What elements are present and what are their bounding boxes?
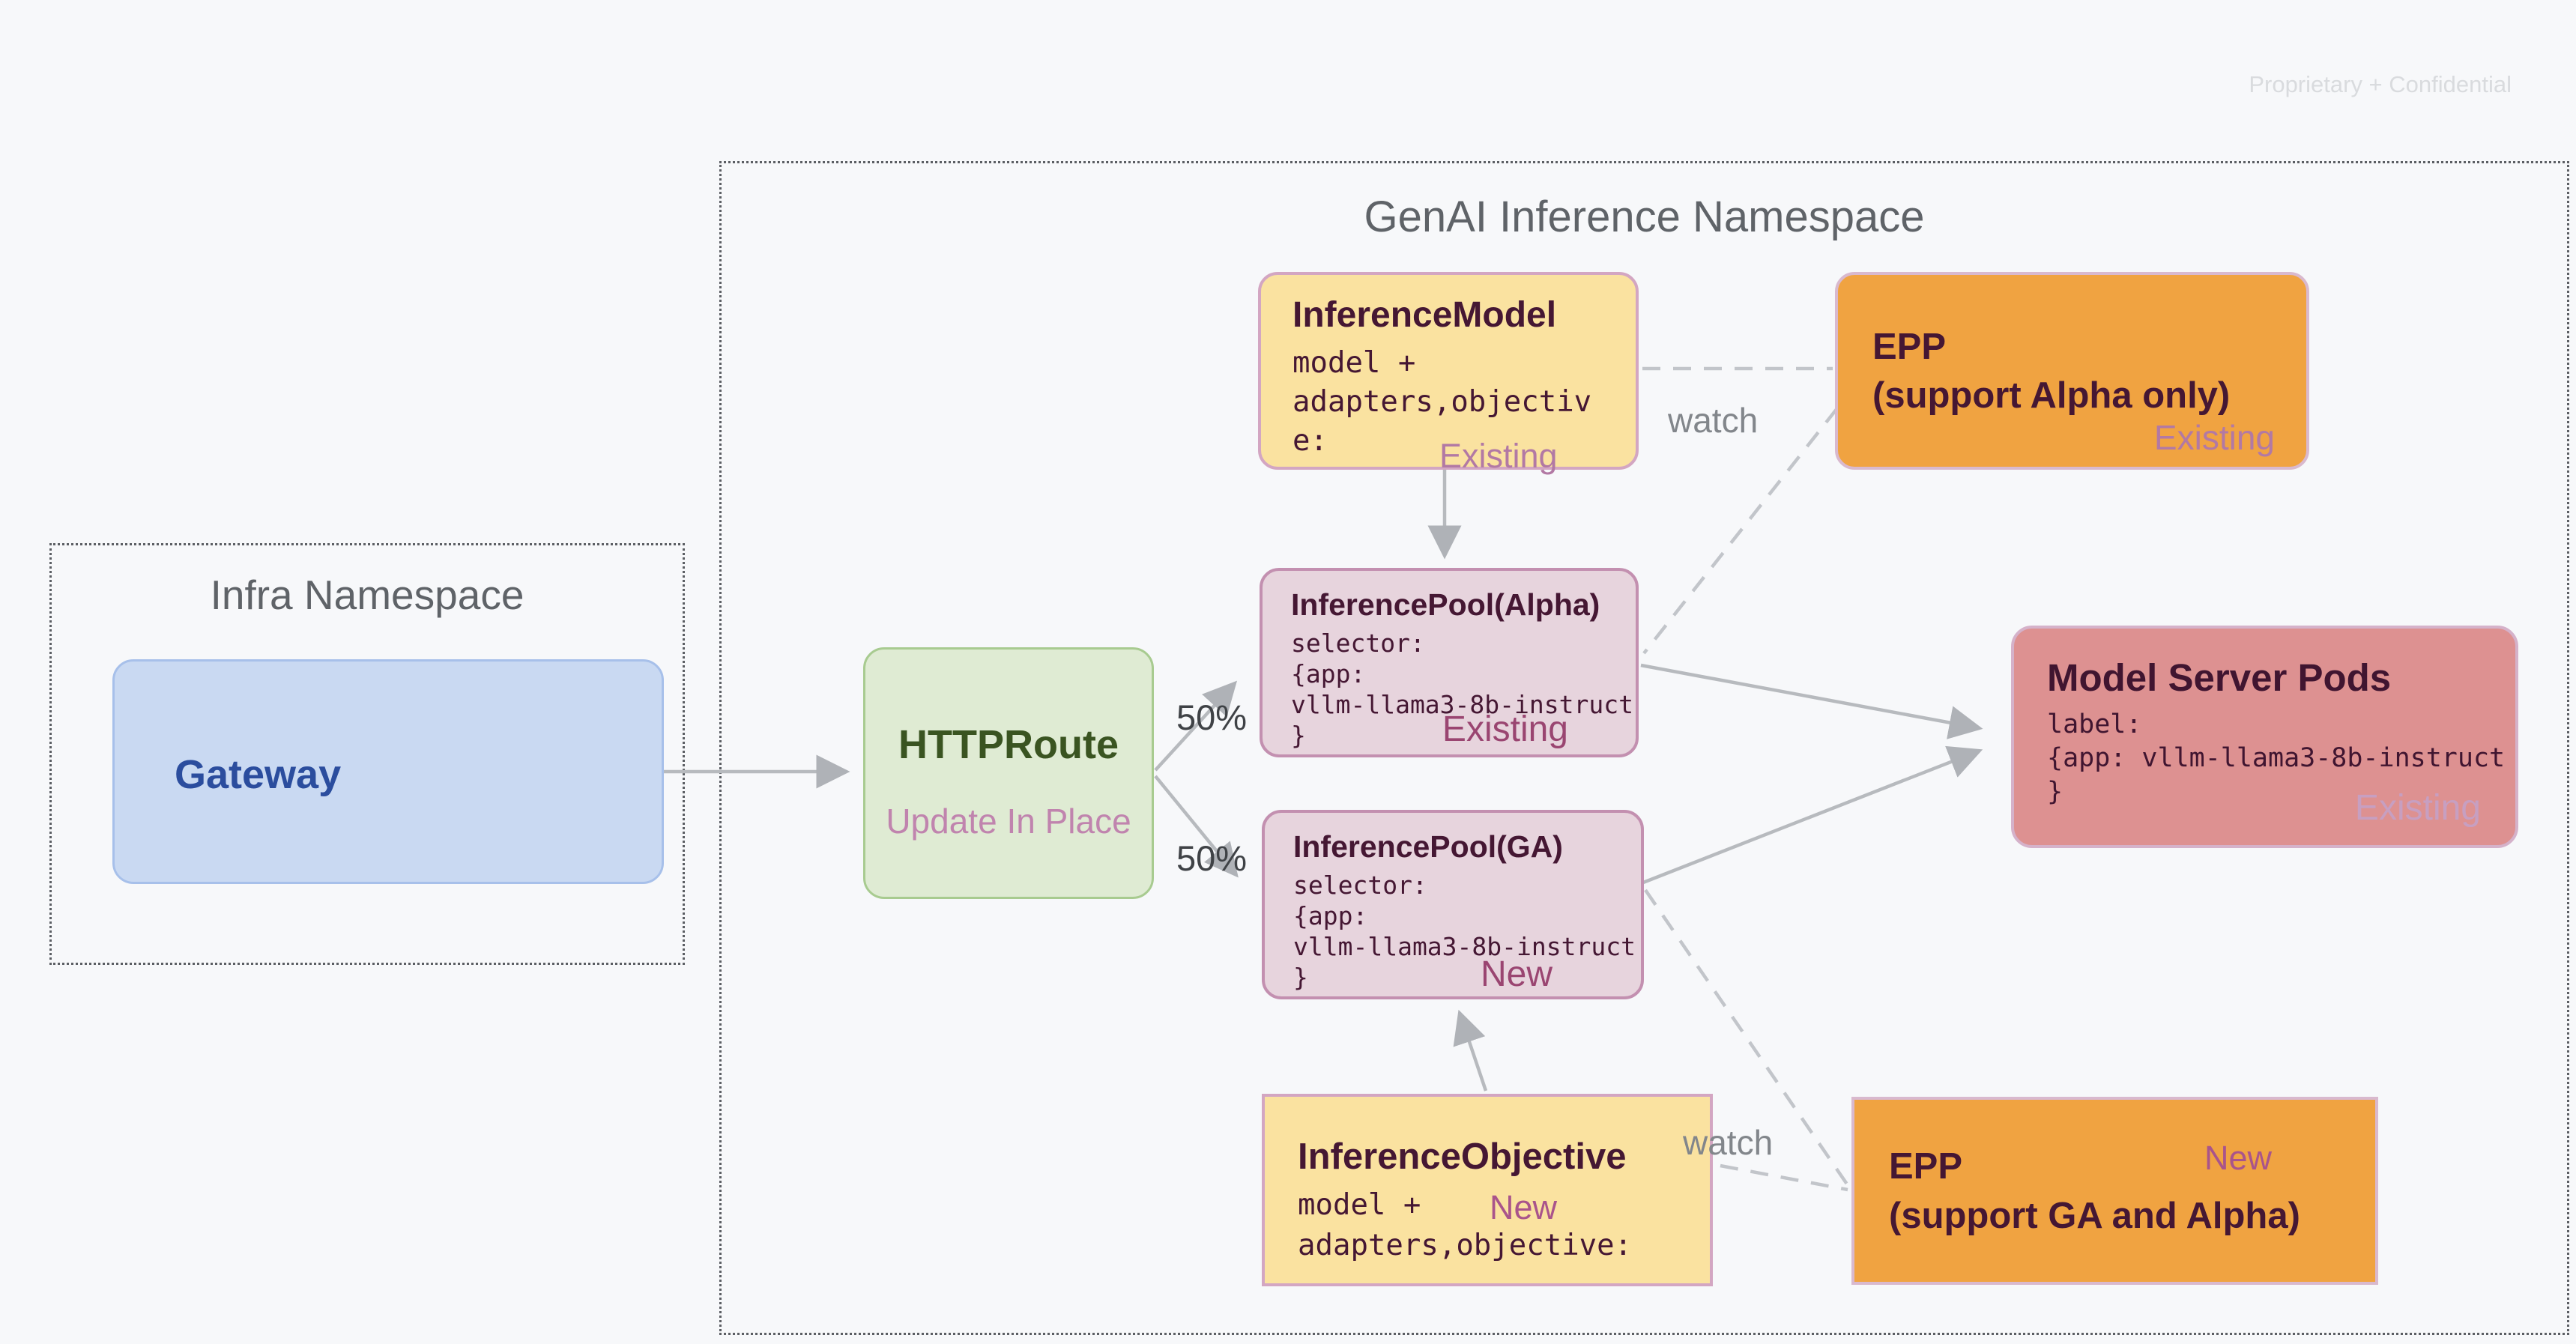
confidential-watermark: Proprietary + Confidential: [2249, 71, 2512, 97]
pool-ga-status-tag: New: [1480, 954, 1552, 994]
genai-namespace-title: GenAI Inference Namespace: [1364, 193, 1925, 241]
edge-httproute-pool-ga: [1154, 775, 1239, 878]
edge-epp-alpha-pool-alpha-dashed: [1642, 407, 1839, 655]
model-server-pods-node: Model Server Pods label: {app: vllm-llam…: [2011, 626, 2518, 848]
split-percent-top-label: 50%: [1176, 697, 1248, 737]
epp-alpha-status-tag: Existing: [2153, 418, 2275, 457]
edge-inferenceobjective-pool-ga: [1453, 1009, 1488, 1092]
watch-top-label: watch: [1668, 401, 1759, 440]
infra-namespace-title: Infra Namespace: [210, 572, 524, 618]
inference-objective-code-line2: adapters,objective:: [1298, 1229, 1633, 1262]
pool-alpha-node: InferencePool(Alpha) selector: {app: vll…: [1260, 568, 1639, 757]
epp-ga-status-tag: New: [2204, 1139, 2272, 1177]
pool-alpha-status-tag: Existing: [1442, 709, 1568, 749]
epp-alpha-title: EPP (support Alpha only): [1872, 327, 2231, 416]
httproute-subtitle: Update In Place: [886, 802, 1131, 841]
watch-bottom-label: watch: [1683, 1123, 1774, 1162]
inference-objective-status-tag: New: [1490, 1188, 1558, 1226]
epp-alpha-node: EPP (support Alpha only) Existing: [1835, 272, 2309, 470]
httproute-title: HTTPRoute: [898, 722, 1119, 767]
inference-objective-node: InferenceObjective model + New adapters,…: [1262, 1094, 1713, 1286]
model-server-pods-title: Model Server Pods: [2047, 656, 2392, 699]
gateway-node: Gateway: [112, 659, 664, 884]
pool-ga-title: InferencePool(GA): [1293, 829, 1563, 864]
model-server-pods-status-tag: Existing: [2354, 788, 2481, 828]
genai-namespace-box: GenAI Inference Namespace: [719, 161, 2569, 1335]
epp-ga-title: EPP (support GA and Alpha): [1889, 1146, 2300, 1236]
inference-model-title: InferenceModel: [1292, 295, 1557, 335]
edge-httproute-pool-alpha: [1154, 680, 1238, 772]
infra-namespace-box: Infra Namespace: [49, 543, 685, 965]
model-server-pods-code: label: {app: vllm-llama3-8b-instruct }: [2047, 709, 2506, 807]
pool-ga-code: selector: {app: vllm-llama3-8b-instruct …: [1293, 871, 1636, 992]
edge-pool-alpha-pods: [1640, 663, 1983, 739]
epp-ga-node: EPP (support GA and Alpha) New: [1851, 1097, 2378, 1285]
pool-alpha-code: selector: {app: vllm-llama3-8b-instruct …: [1291, 629, 1633, 750]
gateway-title: Gateway: [175, 752, 342, 797]
pool-ga-node: InferencePool(GA) selector: {app: vllm-l…: [1262, 810, 1644, 999]
edge-pool-ga-pods: [1639, 745, 1983, 886]
httproute-node: HTTPRoute Update In Place: [863, 647, 1154, 899]
edge-inferenceobjective-epp-ga-dashed: [1720, 1163, 1848, 1192]
split-percent-bottom-label: 50%: [1176, 838, 1248, 878]
inference-model-code: model + adapters,objectiv e:: [1292, 346, 1592, 458]
pool-alpha-title: InferencePool(Alpha): [1291, 587, 1600, 622]
inference-objective-title: InferenceObjective: [1298, 1136, 1627, 1177]
inference-objective-code-line1: model +: [1298, 1188, 1421, 1222]
inference-model-status-tag: Existing: [1439, 437, 1558, 475]
inference-model-node: InferenceModel model + adapters,objectiv…: [1258, 272, 1639, 475]
